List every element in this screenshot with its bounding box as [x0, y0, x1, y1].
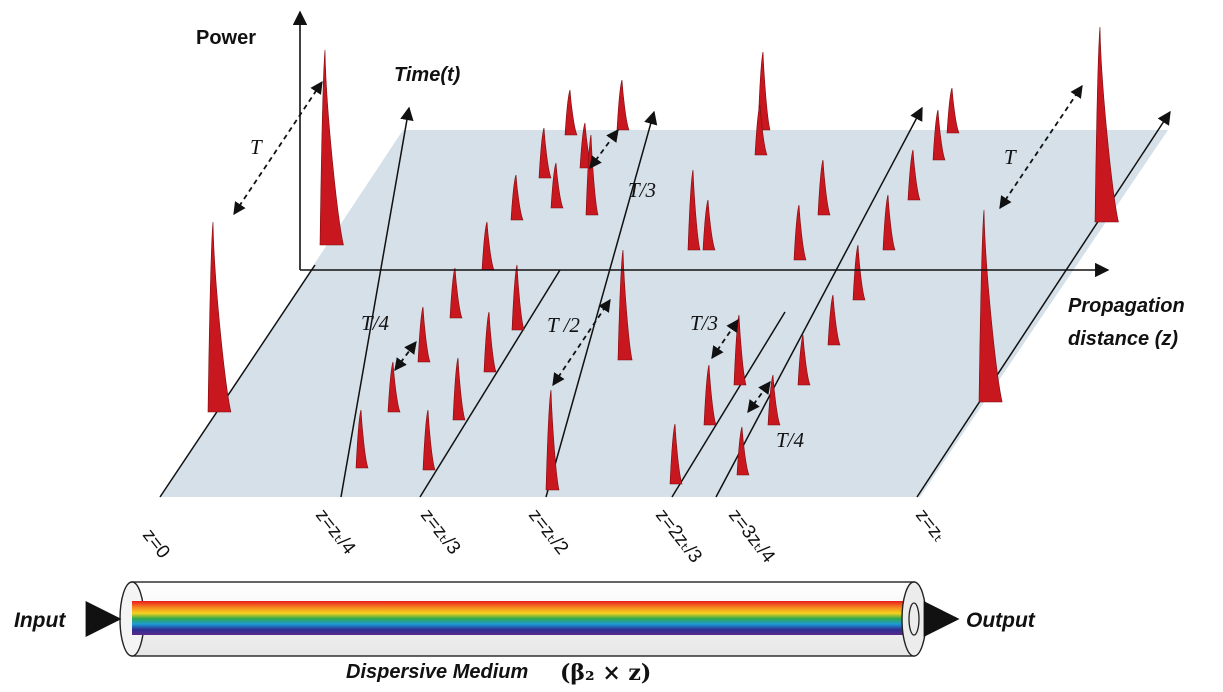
z-label-3: z=zₜ/2: [524, 505, 572, 559]
fiber-core: [132, 601, 914, 635]
pulse-21: [687, 169, 701, 251]
time-baselines: [159, 106, 1171, 498]
pulse-18: [545, 389, 560, 491]
z-label-0: z=0: [138, 525, 174, 562]
pulse-22: [757, 51, 771, 131]
z-label-6: z=zₜ: [911, 505, 950, 546]
time-baseline-0: [159, 264, 316, 498]
distance-axis-label-line2: distance (z): [1068, 328, 1178, 350]
z2T3-period-marker: [711, 318, 739, 360]
output-period-marker: [999, 84, 1083, 210]
pulse-6: [481, 221, 495, 271]
input-period-label: T: [250, 135, 263, 159]
pulse-0: [207, 221, 232, 413]
pulse-10: [422, 409, 436, 471]
pulse-31: [797, 334, 811, 386]
pulse-11: [452, 357, 466, 421]
pulse-39: [1094, 26, 1119, 223]
time-baseline-1: [340, 106, 414, 498]
pulse-3: [387, 361, 401, 413]
zT3-period-label: T/3: [628, 178, 656, 202]
zT3-period-marker: [589, 128, 619, 170]
pulse-32: [827, 294, 841, 346]
pulse-4: [417, 306, 431, 363]
pulse-34: [882, 194, 896, 251]
fiber-core-end: [908, 602, 920, 636]
z-label-5: z=3zₜ/4: [724, 505, 779, 567]
pulse-35: [907, 149, 921, 201]
pulse-28: [817, 159, 831, 216]
time-baseline-2: [419, 269, 561, 498]
medium-formula: (β₂ × z): [560, 660, 651, 686]
pulse-16: [616, 79, 630, 131]
pulse-29: [736, 426, 750, 476]
pulse-12: [483, 311, 497, 373]
pulse-27: [793, 204, 807, 261]
input-period-marker: [233, 80, 323, 216]
pulse-2: [355, 409, 369, 469]
pulse-37: [946, 87, 960, 134]
zT4-period-marker: [394, 340, 417, 372]
time-baseline-5: [715, 106, 923, 498]
z3T4-period-marker: [747, 380, 771, 414]
z-label-4: z=2zₜ/3: [651, 505, 706, 567]
z-label-1: z=zₜ/4: [311, 505, 360, 559]
zT2-period-marker: [552, 298, 611, 387]
z-label-2: z=zₜ/3: [416, 505, 464, 559]
pulse-13: [511, 264, 525, 331]
pulse-24: [703, 364, 717, 426]
input-label: Input: [14, 609, 66, 632]
time-axis-label: Time(t): [394, 64, 461, 86]
distance-axis-label-line1: Propagation: [1068, 295, 1185, 317]
pulse-17: [702, 199, 716, 251]
fiber-output-end: [901, 581, 927, 657]
pulse-8: [538, 127, 552, 179]
pulse-23: [669, 423, 683, 485]
pulse-group: [207, 26, 1119, 491]
zT4-period-label: T/4: [361, 311, 390, 335]
pulse-33: [852, 244, 866, 301]
pulse-38: [978, 209, 1003, 403]
pulse-26: [754, 104, 768, 156]
output-period-label: T: [1004, 145, 1017, 169]
pulse-7: [510, 174, 524, 221]
pulse-19: [617, 249, 633, 361]
pulse-14: [550, 162, 564, 209]
medium-label: Dispersive Medium: [346, 661, 528, 683]
pulse-5: [449, 267, 463, 319]
z3T4-period-label: T/4: [776, 428, 805, 452]
pulse-1: [319, 49, 344, 246]
fiber-illustration: [119, 581, 927, 657]
output-label: Output: [966, 609, 1036, 632]
time-baseline-4: [671, 311, 786, 498]
pulse-36: [932, 109, 946, 161]
pulse-9: [564, 89, 578, 136]
power-axis-label: Power: [196, 27, 256, 49]
time-baseline-6: [916, 110, 1171, 498]
period-markers: [233, 80, 1083, 414]
zT2-period-label: T /2: [547, 313, 580, 337]
z2T3-period-label: T/3: [690, 311, 718, 335]
propagation-plane: [160, 130, 1168, 497]
